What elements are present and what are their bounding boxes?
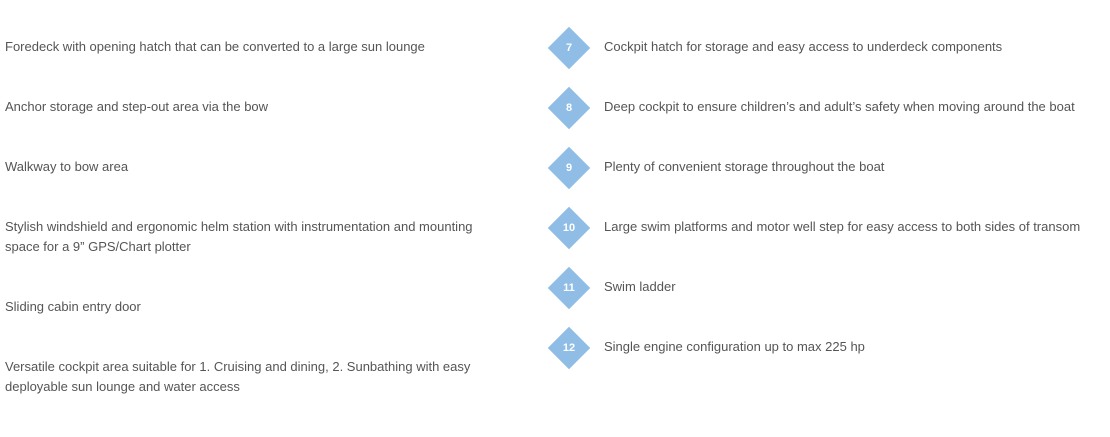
feature-text: Anchor storage and step-out area via the… [5,99,269,114]
feature-text: Versatile cockpit area suitable for 1. C… [5,359,471,394]
feature-text: Cockpit hatch for storage and easy acces… [604,39,1003,54]
feature-text: Deep cockpit to ensure children’s and ad… [604,99,1075,114]
feature-number: 9 [565,162,573,174]
feature-number: 10 [562,222,576,234]
feature-text: Stylish windshield and ergonomic helm st… [5,219,473,254]
feature-text: Large swim platforms and motor well step… [604,219,1081,234]
feature-number: 8 [565,102,573,114]
feature-text: Single engine configuration up to max 22… [604,339,865,354]
feature-text: Plenty of convenient storage throughout … [604,159,885,174]
feature-text: Walkway to bow area [5,159,129,174]
feature-number: 7 [565,42,573,54]
feature-number: 12 [562,342,576,354]
feature-text: Swim ladder [604,279,676,294]
feature-number: 11 [563,282,575,294]
feature-text: Foredeck with opening hatch that can be … [5,39,425,54]
feature-text: Sliding cabin entry door [5,299,141,314]
